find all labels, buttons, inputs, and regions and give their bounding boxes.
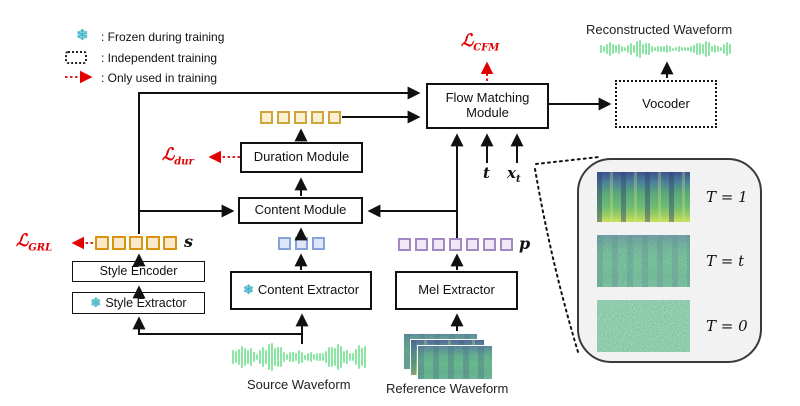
duration-module-box: Duration Module: [240, 142, 363, 173]
mel-extractor-box: Mel Extractor: [395, 271, 518, 310]
loss-grl-label: ℒGRL: [16, 231, 53, 254]
snowflake-icon: ❄: [242, 282, 254, 298]
content-module-box: Content Module: [238, 197, 363, 224]
style-extractor-label: Style Extractor: [105, 295, 187, 310]
source-waveform-label: Source Waveform: [247, 377, 351, 392]
legend-frozen-label: : Frozen during training: [101, 30, 225, 44]
style-embedding-label: s: [184, 232, 194, 251]
content-extractor-box: ❄ Content Extractor: [230, 271, 372, 310]
reconstructed-waveform-label: Reconstructed Waveform: [586, 22, 733, 37]
spectrogram-t0: [597, 300, 690, 352]
dotted-line-xt-to-panel-top: [535, 156, 600, 165]
style-extractor-box: ❄ Style Extractor: [72, 292, 205, 314]
legend-training-only-label: : Only used in training: [101, 71, 218, 85]
dotted-line-xt-to-panel-bottom: [534, 168, 579, 353]
duration-token-row: [260, 111, 341, 124]
xt-variable-label: xt: [507, 164, 521, 185]
style-encoder-label: Style Encoder: [99, 264, 178, 279]
source-waveform-image: [232, 342, 370, 372]
arrow-source-to-style-extractor: [132, 316, 302, 335]
legend-independent-label: : Independent training: [101, 51, 218, 65]
reference-waveform-label: Reference Waveform: [386, 381, 509, 396]
duration-module-label: Duration Module: [253, 149, 350, 165]
flow-matching-module-label: Flow Matching Module: [445, 90, 530, 120]
spectrogram-t1: [597, 172, 690, 222]
panel-label-t1: T = 1: [706, 188, 748, 206]
reconstructed-waveform-image: [600, 40, 734, 58]
vocoder-label: Vocoder: [642, 95, 690, 111]
loss-dur-label: ℒdur: [162, 145, 194, 168]
dotted-box-icon: [65, 51, 87, 64]
mel-token-row: [398, 238, 513, 251]
flow-matching-module-box: Flow Matching Module: [426, 83, 549, 129]
panel-label-t0: T = 0: [706, 317, 748, 335]
content-module-label: Content Module: [254, 202, 347, 218]
loss-cfm-label: ℒCFM: [461, 31, 500, 54]
time-variable-label: t: [483, 164, 490, 182]
snowflake-icon: ❄: [76, 27, 89, 44]
panel-label-tt: T = t: [706, 252, 745, 270]
style-encoder-box: Style Encoder: [72, 261, 205, 282]
spectrogram-tt: [597, 235, 690, 287]
content-extractor-label: Content Extractor: [257, 282, 360, 298]
snowflake-icon: ❄: [90, 294, 102, 310]
content-token-row: [278, 237, 325, 250]
mel-embedding-label: p: [519, 234, 531, 253]
reference-mel-layer-front: [417, 345, 493, 380]
vocoder-box: Vocoder: [615, 80, 717, 128]
mel-extractor-label: Mel Extractor: [418, 282, 495, 298]
style-token-row: [95, 236, 177, 250]
